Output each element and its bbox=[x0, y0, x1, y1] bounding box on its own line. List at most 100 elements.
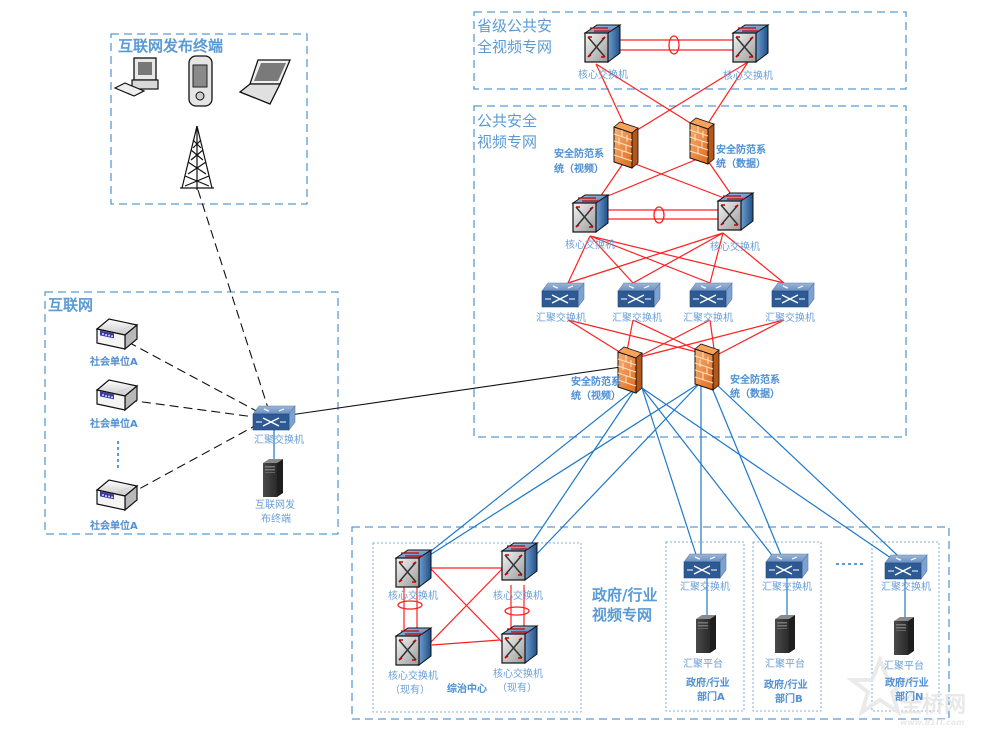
ellipsis-dots bbox=[117, 441, 119, 468]
device-label: 互联网发 bbox=[255, 498, 295, 511]
device-label: 布终端 bbox=[261, 512, 291, 525]
device-label: 汇聚交换机 bbox=[254, 433, 304, 446]
lag-markers bbox=[397, 35, 680, 616]
device-label: 汇聚交换机 bbox=[612, 311, 662, 324]
device-label: 社会单位A bbox=[89, 355, 138, 368]
watermark: 全桥网 www.81IT.com bbox=[846, 654, 966, 727]
link bbox=[722, 232, 785, 284]
device-label: 核心交换机 bbox=[723, 69, 773, 82]
device-label: 统（数据） bbox=[730, 387, 780, 400]
social-unit-device-icon bbox=[96, 379, 138, 411]
device-label: 部门N bbox=[895, 690, 923, 703]
zone-dept-a-border bbox=[665, 541, 745, 712]
device-label: 汇聚平台 bbox=[765, 657, 805, 670]
link bbox=[714, 319, 785, 357]
zone-title-center: 综治中心 bbox=[447, 682, 487, 695]
aggregation-switch-icon bbox=[689, 282, 733, 308]
core-switch-icon bbox=[501, 625, 538, 664]
core-switch-icon bbox=[395, 549, 432, 588]
ellipsis-dots bbox=[836, 563, 863, 565]
zone-center-border bbox=[372, 542, 582, 713]
device-label: 政府/行业 bbox=[686, 676, 730, 689]
link bbox=[702, 61, 749, 132]
zone-dept-n-border bbox=[871, 541, 940, 712]
device-label: 汇聚交换机 bbox=[765, 311, 815, 324]
link bbox=[632, 232, 724, 284]
zone-title-internet-publish: 互联网发布终端 bbox=[118, 37, 223, 55]
device-label: 安全防范系 bbox=[571, 375, 621, 388]
social-unit-device-icon bbox=[96, 318, 138, 350]
link bbox=[567, 232, 724, 284]
link bbox=[632, 319, 706, 355]
core-switch-icon bbox=[584, 24, 621, 63]
device-label: 统（视频） bbox=[554, 162, 604, 175]
link bbox=[589, 235, 711, 284]
device-label: 核心交换机 bbox=[565, 238, 615, 251]
aggregation-switch-icon bbox=[884, 554, 928, 580]
link bbox=[127, 341, 263, 415]
red-links bbox=[403, 39, 785, 646]
firewall-icon bbox=[694, 343, 720, 391]
link bbox=[628, 61, 749, 136]
aggregation-switch-icon bbox=[771, 282, 815, 308]
link bbox=[641, 387, 702, 571]
link bbox=[567, 235, 591, 284]
server-icon bbox=[775, 615, 795, 653]
zone-title-government-line1: 政府/行业 bbox=[592, 586, 657, 604]
device-label: 汇聚平台 bbox=[683, 657, 723, 670]
social-unit-device-icon bbox=[96, 479, 138, 511]
device-label: 社会单位A bbox=[89, 519, 138, 532]
device-label: 核心交换机 bbox=[578, 68, 628, 81]
device-label: 汇聚交换机 bbox=[680, 580, 730, 593]
zone-title-public-security-line2: 视频专网 bbox=[477, 133, 537, 151]
core-switch-icon bbox=[501, 542, 538, 581]
zone-title-provincial-line2: 全视频专网 bbox=[477, 38, 552, 56]
device-label: 汇聚交换机 bbox=[762, 580, 812, 593]
zone-title-public-security-line1: 公共安全 bbox=[477, 112, 537, 130]
radio-tower-icon bbox=[180, 125, 214, 190]
aggregation-switch-icon bbox=[617, 282, 661, 308]
link bbox=[197, 189, 269, 409]
watermark-text: 全桥网 bbox=[899, 692, 966, 718]
link bbox=[589, 235, 785, 284]
lag-ellipse bbox=[653, 206, 665, 224]
aggregation-switch-icon bbox=[765, 553, 809, 579]
lag-ellipse bbox=[504, 606, 530, 616]
core-switch-icon bbox=[717, 192, 754, 231]
link bbox=[709, 232, 724, 284]
link bbox=[635, 319, 785, 359]
pda-icon bbox=[188, 55, 213, 107]
device-label: 汇聚交换机 bbox=[881, 580, 931, 593]
device-label: 核心交换机 bbox=[388, 669, 438, 682]
core-switch-icon bbox=[395, 627, 432, 666]
device-label: 社会单位A bbox=[89, 417, 138, 430]
link bbox=[567, 319, 706, 355]
zone-dept-b-border bbox=[752, 541, 822, 712]
device-label: 汇聚交换机 bbox=[536, 311, 586, 324]
aggregation-switch-icon bbox=[683, 553, 727, 579]
core-switch-icon bbox=[572, 194, 609, 233]
blue-links bbox=[273, 382, 915, 624]
lag-ellipse bbox=[668, 35, 680, 55]
device-label: 安全防范系 bbox=[716, 143, 766, 156]
link bbox=[595, 63, 704, 132]
server-icon bbox=[263, 459, 283, 497]
zone-internet-border bbox=[44, 291, 339, 535]
link bbox=[410, 382, 701, 568]
aggregation-switch-icon bbox=[541, 282, 585, 308]
device-label: 汇聚平台 bbox=[884, 659, 924, 672]
link bbox=[531, 382, 701, 560]
server-icon bbox=[696, 615, 716, 653]
desktop-computer-icon bbox=[113, 57, 159, 97]
link bbox=[431, 639, 501, 646]
device-label: 部门A bbox=[697, 690, 725, 703]
device-label: 核心交换机 bbox=[493, 667, 543, 680]
link bbox=[127, 421, 263, 496]
link bbox=[597, 157, 701, 201]
device-label: （现有） bbox=[390, 683, 430, 696]
link bbox=[641, 387, 911, 572]
link bbox=[641, 387, 786, 573]
zone-public-security-border bbox=[473, 105, 907, 438]
link bbox=[589, 235, 634, 284]
